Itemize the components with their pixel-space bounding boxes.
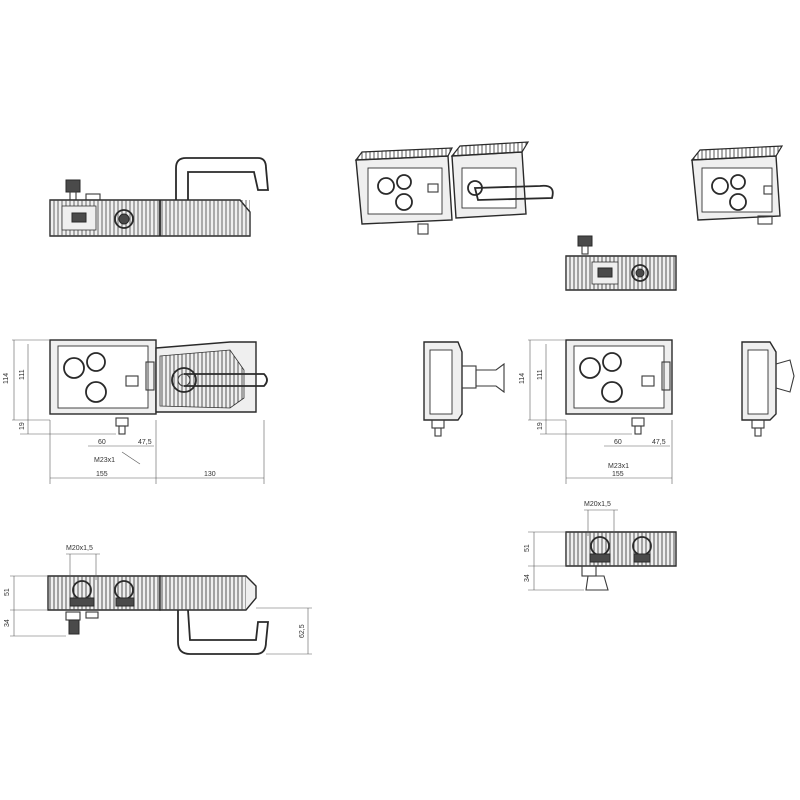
dim-60: 60	[614, 439, 622, 446]
dim-47: 47,5	[652, 439, 666, 446]
dim-depth-body: 51	[524, 544, 531, 552]
dim-height-conn: 19	[537, 422, 544, 430]
thread-label: M23x1	[94, 457, 115, 464]
dim-depth-body: 51	[4, 588, 11, 596]
dim-depth-handle: 62,5	[299, 624, 306, 638]
iso-view-with-handle	[354, 141, 554, 235]
dim-depth-conn: 34	[4, 619, 11, 627]
side-view-with-handle	[49, 157, 269, 237]
side-profile-left	[423, 341, 505, 437]
dim-60: 60	[98, 439, 106, 446]
dim-height-body: 111	[19, 369, 26, 380]
thread-label: M20x1,5	[66, 545, 93, 552]
front-view-with-handle: 114 111 19 60 47,5 M23x1 155 130	[3, 339, 268, 484]
dim-width-body: 155	[96, 471, 108, 478]
dim-depth-conn: 34	[524, 574, 531, 582]
connector-icon	[114, 209, 134, 229]
dim-height-total: 114	[519, 373, 526, 384]
dim-width-body: 155	[612, 471, 624, 478]
dim-height-conn: 19	[19, 422, 26, 430]
top-view-with-handle: M20x1,5 51 34 62,5	[4, 545, 312, 655]
dim-height-total: 114	[3, 373, 10, 384]
iso-view-single	[690, 145, 784, 225]
top-view-single: M20x1,5 51 34	[524, 501, 677, 591]
door-handle-icon	[175, 157, 269, 200]
side-profile-right	[741, 341, 795, 437]
estop-knob-icon	[65, 179, 81, 193]
dim-height-body: 111	[537, 369, 544, 380]
dim-width-handle: 130	[204, 471, 216, 478]
front-view-single: 114 111 19 60 47,5 M23x1 155	[519, 339, 673, 484]
side-view-single	[565, 235, 677, 291]
dim-47: 47,5	[138, 439, 152, 446]
thread-label: M23x1	[608, 463, 629, 470]
thread-label: M20x1,5	[584, 501, 611, 508]
